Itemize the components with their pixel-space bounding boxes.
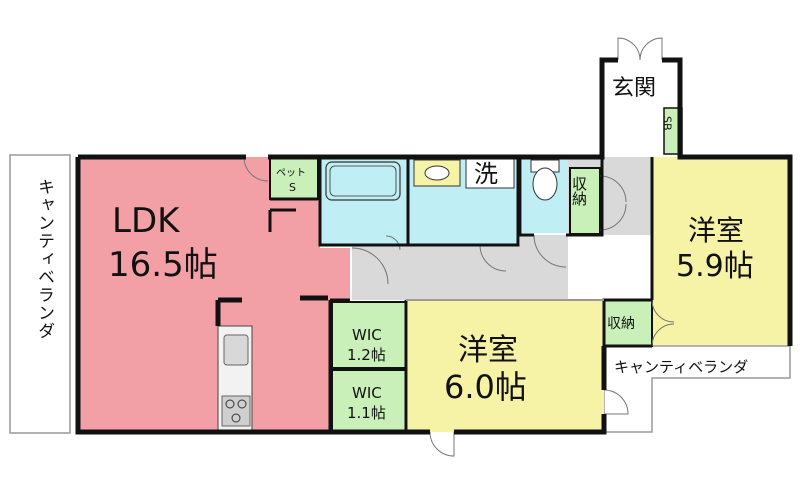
pet-label-1: ペット (276, 168, 306, 179)
wic-upper-label: WIC (352, 326, 382, 344)
balcony-left-label: キャンティベランダ (34, 178, 54, 340)
entrance-label: 玄関 (612, 76, 656, 101)
shoebox-label: SB (661, 116, 674, 131)
storage-right-label: 収納 (607, 316, 635, 332)
room-wash: 洗 (408, 155, 518, 245)
kitchen-counter (217, 325, 253, 433)
bathtub-icon (325, 161, 401, 201)
ldk-size: 16.5帖 (108, 245, 218, 285)
storage-upper-label: 収納 (570, 176, 588, 207)
balcony-right-label: キャンティベランダ (614, 358, 748, 376)
wic-lower-size: 1.1帖 (347, 404, 386, 422)
room-wic-lower: WIC 1.1帖 (331, 369, 407, 433)
western-right-label: 洋室 (688, 214, 744, 247)
wic-upper-size: 1.2帖 (347, 346, 386, 364)
western-large-size: 6.0帖 (444, 368, 527, 406)
western-large-label: 洋室 (458, 333, 518, 368)
toilet-icon (532, 167, 558, 201)
room-western-right: 洋室 5.9帖 (652, 157, 790, 345)
ldk-label: LDK (112, 201, 181, 241)
wash-label: 洗 (474, 160, 498, 188)
room-bath (320, 157, 408, 245)
door-arcs (243, 37, 675, 457)
sink-icon (223, 334, 249, 366)
balcony-right: キャンティベランダ (603, 345, 791, 433)
room-western-large: 洋室 6.0帖 (408, 300, 604, 432)
room-pet-storage: ペット S (269, 156, 319, 200)
room-ldk: LDK 16.5帖 (78, 157, 350, 432)
room-wic-upper: WIC 1.2帖 (331, 301, 407, 369)
room-storage-right: 収納 (603, 299, 653, 347)
walls (75, 57, 793, 435)
room-toilet (522, 157, 568, 233)
balcony-left: キャンティベランダ (9, 154, 71, 434)
room-storage-upper: 収納 (569, 167, 601, 235)
room-entrance: 玄関 SB (602, 60, 683, 157)
wic-lower-label: WIC (352, 384, 382, 402)
western-right-size: 5.9帖 (676, 249, 754, 284)
pet-label-2: S (289, 181, 296, 194)
